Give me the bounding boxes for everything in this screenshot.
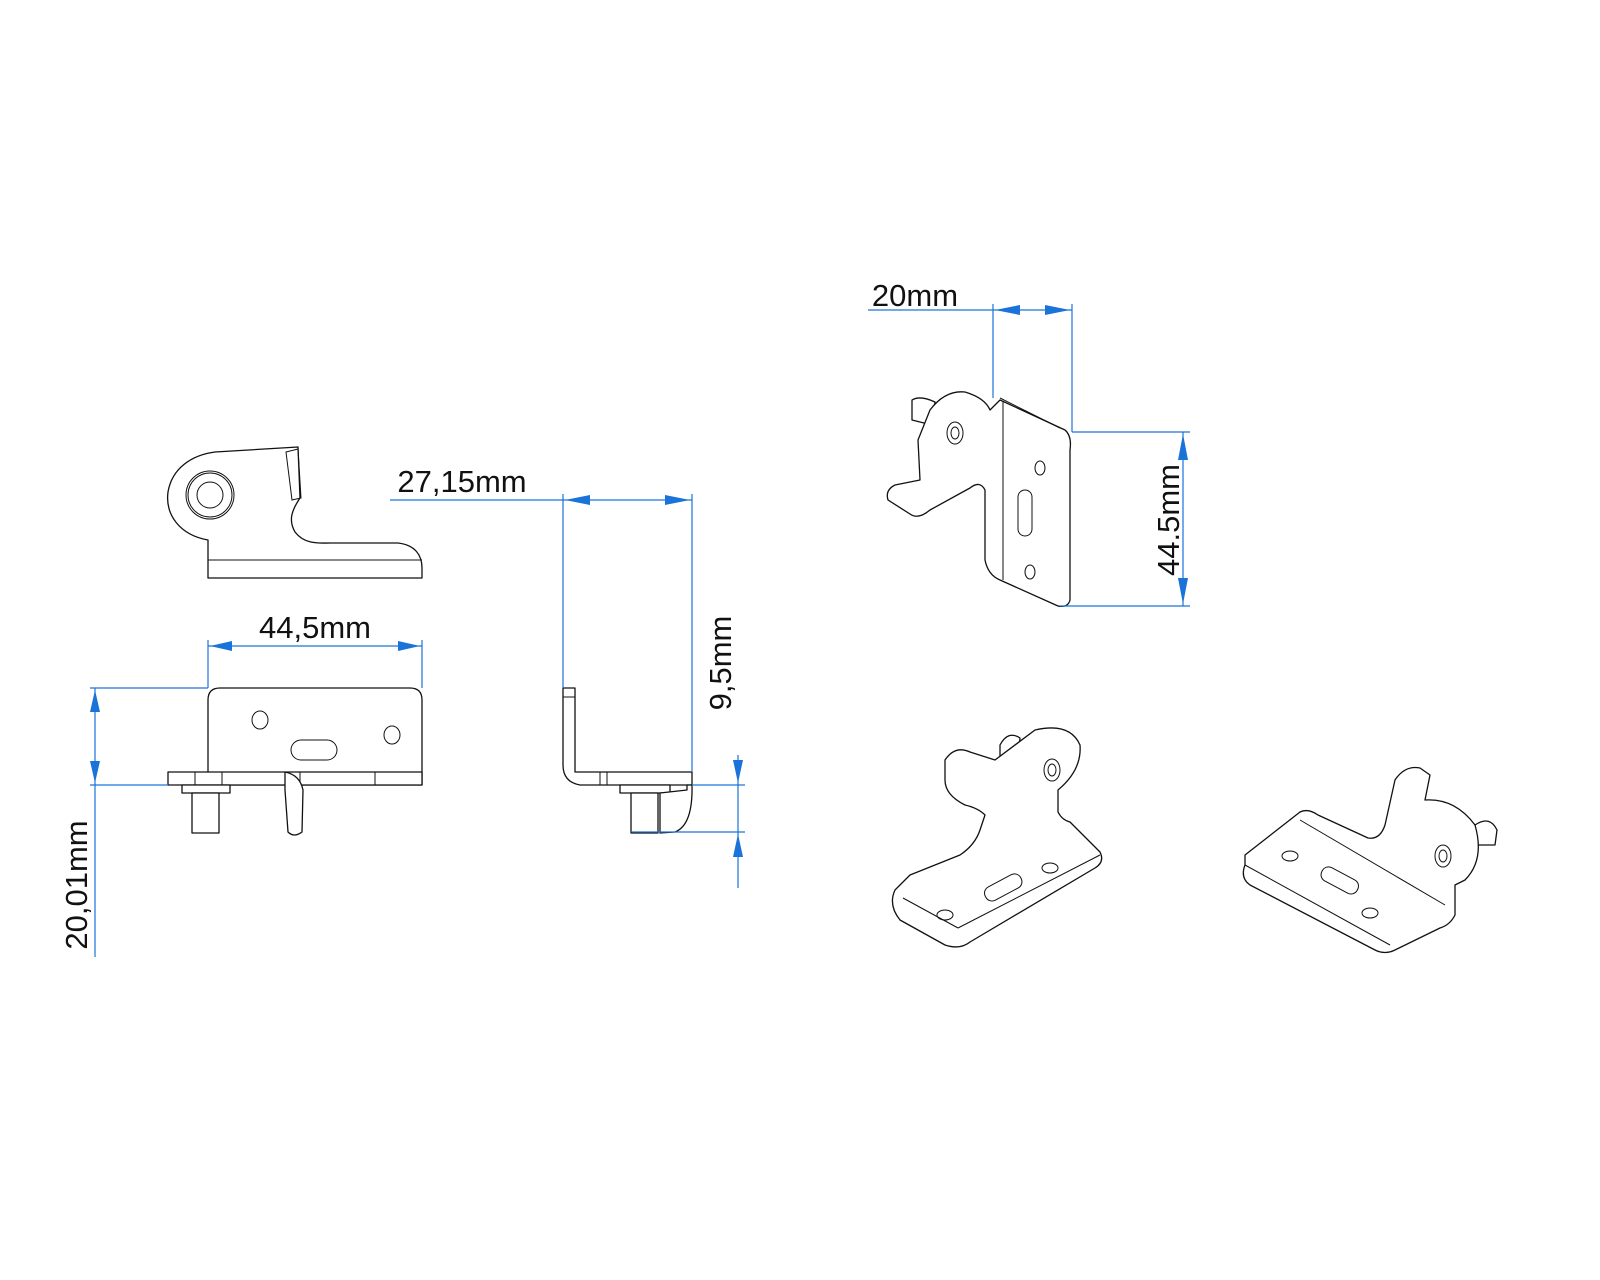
iso-view-left (891, 727, 1103, 948)
iso-view-right (1242, 766, 1498, 954)
dimension-label: 9,5mm (703, 616, 738, 711)
dimension-label: 44.5mm (1151, 464, 1186, 576)
iso-view-upright (886, 391, 1072, 608)
dimension-iso-width: 20mm (868, 278, 1073, 432)
dimension-iso-height: 44.5mm (1060, 431, 1190, 607)
dimension-label: 20mm (872, 278, 958, 313)
side-view (562, 687, 693, 834)
dimension-height-side: 9,5mm (632, 616, 745, 888)
dimension-label: 20,01mm (59, 820, 94, 949)
dimension-width-front: 44,5mm (207, 610, 423, 688)
top-view (167, 446, 423, 579)
dimension-label: 27,15mm (397, 464, 526, 499)
dimension-height-front: 20,01mm (59, 687, 208, 957)
front-view (167, 687, 423, 836)
dimension-label: 44,5mm (259, 610, 371, 645)
dimension-depth-side: 27,15mm (390, 464, 693, 772)
